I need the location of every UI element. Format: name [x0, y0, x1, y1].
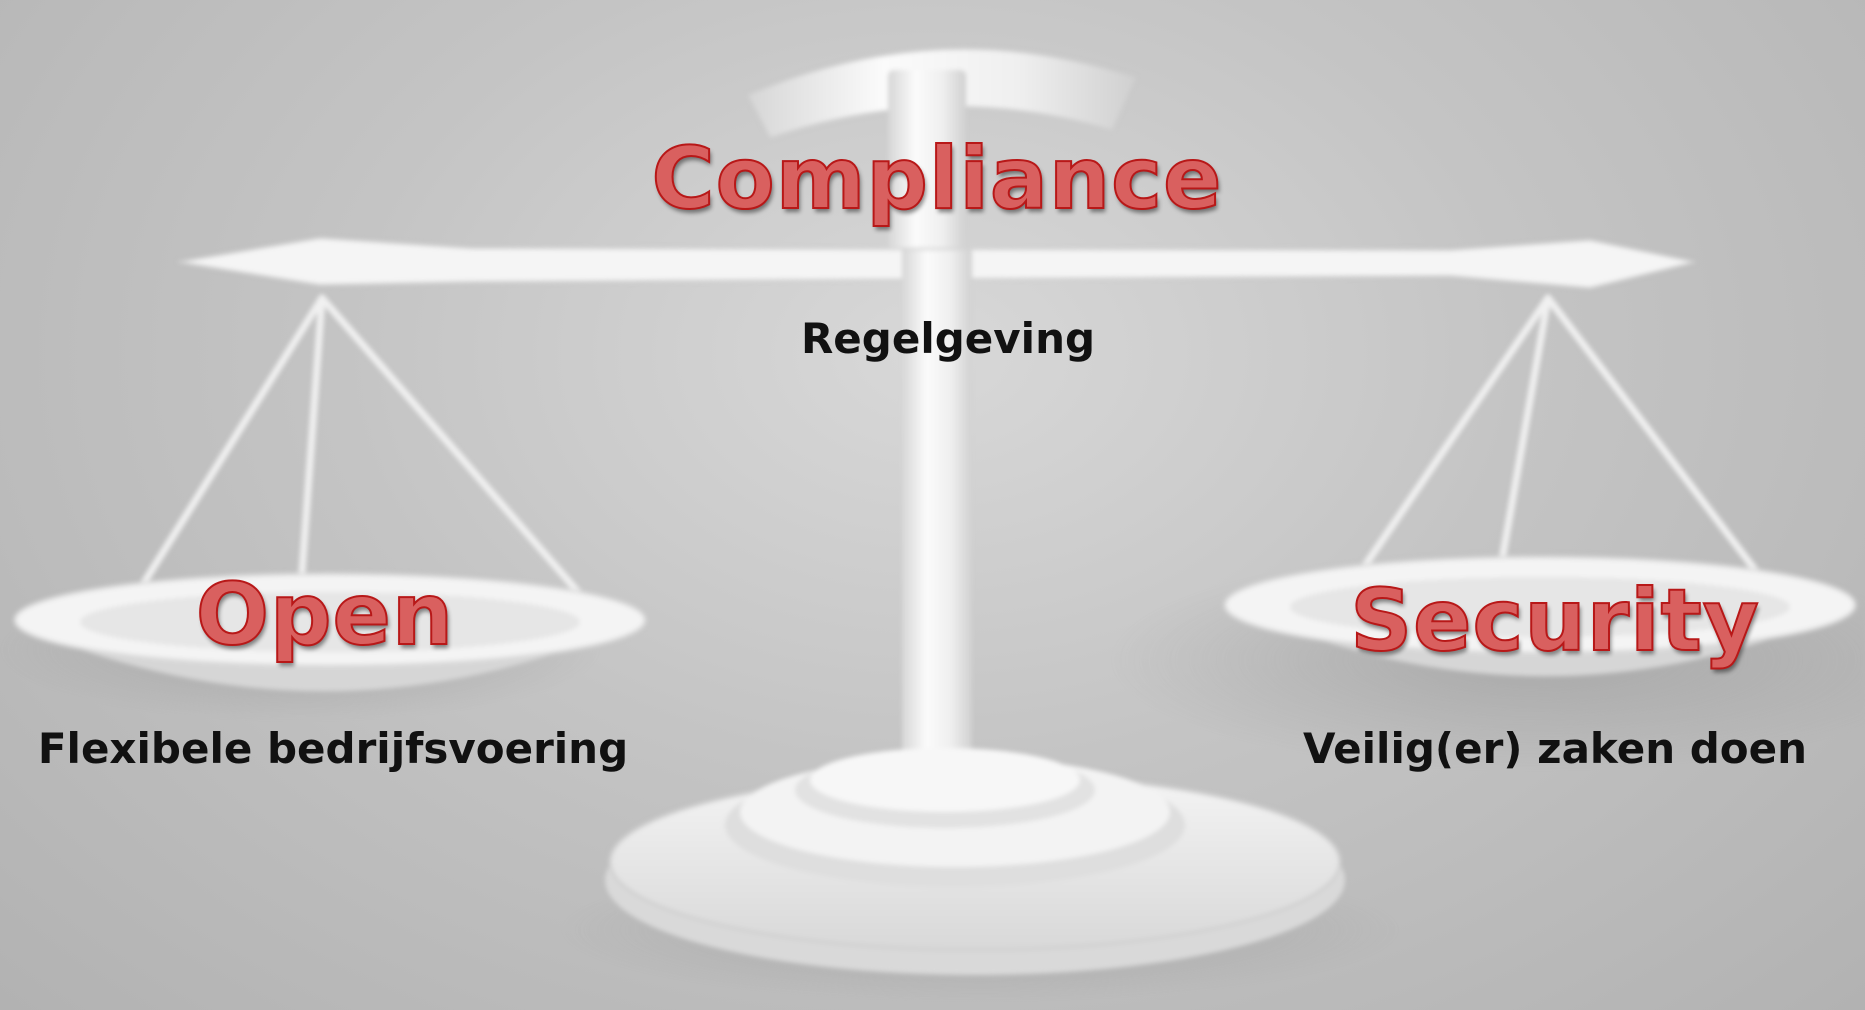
right-pan — [1223, 555, 1857, 677]
open-title: Open — [195, 565, 455, 665]
scale-base — [605, 748, 1345, 975]
open-subtitle: Flexibele bedrijfsvoering — [37, 724, 629, 773]
left-pan-strings — [126, 294, 589, 609]
left-pan — [13, 572, 647, 692]
compliance-subtitle: Regelgeving — [800, 314, 1096, 363]
security-title: Security — [1349, 571, 1760, 671]
right-pan-strings — [1336, 294, 1782, 606]
compliance-title: Compliance — [651, 129, 1223, 229]
scale-post — [902, 250, 972, 810]
security-subtitle: Veilig(er) zaken doen — [1302, 724, 1808, 773]
scale-upper-stem — [888, 70, 966, 255]
